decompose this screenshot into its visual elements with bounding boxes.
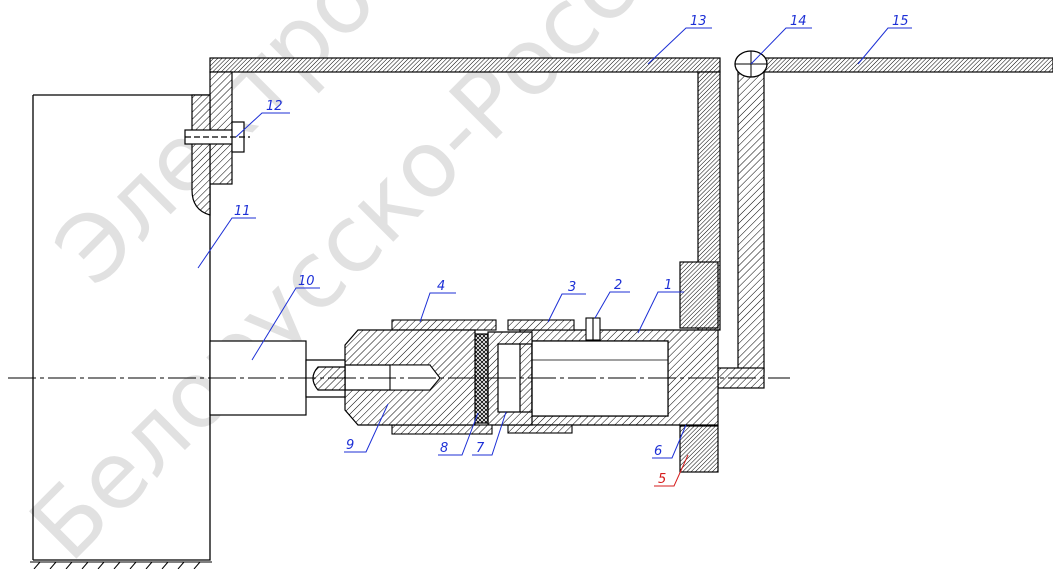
clamp-lower: [679, 425, 719, 473]
callout-14: 14: [790, 14, 807, 29]
bolt: [184, 121, 250, 153]
nut-ring-bottom: [507, 424, 573, 434]
callout-labels: 1 2 3 4 6 7 8 9 10 11 12 13 14 15: [234, 14, 909, 459]
callout-7: 7: [476, 441, 485, 456]
set-screw: [585, 317, 601, 341]
callout-8: 8: [440, 441, 448, 456]
callout-1: 1: [664, 278, 672, 293]
collar-bottom: [391, 424, 493, 435]
frame-left-bracket: [191, 94, 211, 216]
nut-ring-top: [507, 319, 575, 331]
callout-6: 6: [654, 444, 662, 459]
callout-11: 11: [234, 204, 251, 219]
callout-12: 12: [266, 99, 283, 114]
frame-top-bar: [209, 57, 721, 73]
callout-15: 15: [892, 14, 909, 29]
callout-9: 9: [346, 438, 354, 453]
sleeve-bore: [531, 340, 669, 417]
housing-body: [32, 94, 211, 561]
callout-3: 3: [568, 280, 576, 295]
collar-top: [391, 319, 497, 331]
outer-rod-horizontal: [749, 57, 1053, 73]
callout-5: 5: [658, 472, 666, 487]
ground-symbol: [30, 561, 212, 569]
gasket: [474, 333, 489, 424]
holder-bore: [389, 364, 441, 391]
callout-4: 4: [437, 279, 445, 294]
frame-left-leg: [209, 71, 233, 185]
callout-10: 10: [298, 274, 315, 289]
callout-2: 2: [614, 278, 622, 293]
clamp-upper: [679, 261, 719, 329]
leader-lines: [197, 27, 912, 459]
callout-13: 13: [690, 14, 707, 29]
leader-5: [654, 454, 689, 487]
outer-rod-vertical: [737, 71, 765, 373]
